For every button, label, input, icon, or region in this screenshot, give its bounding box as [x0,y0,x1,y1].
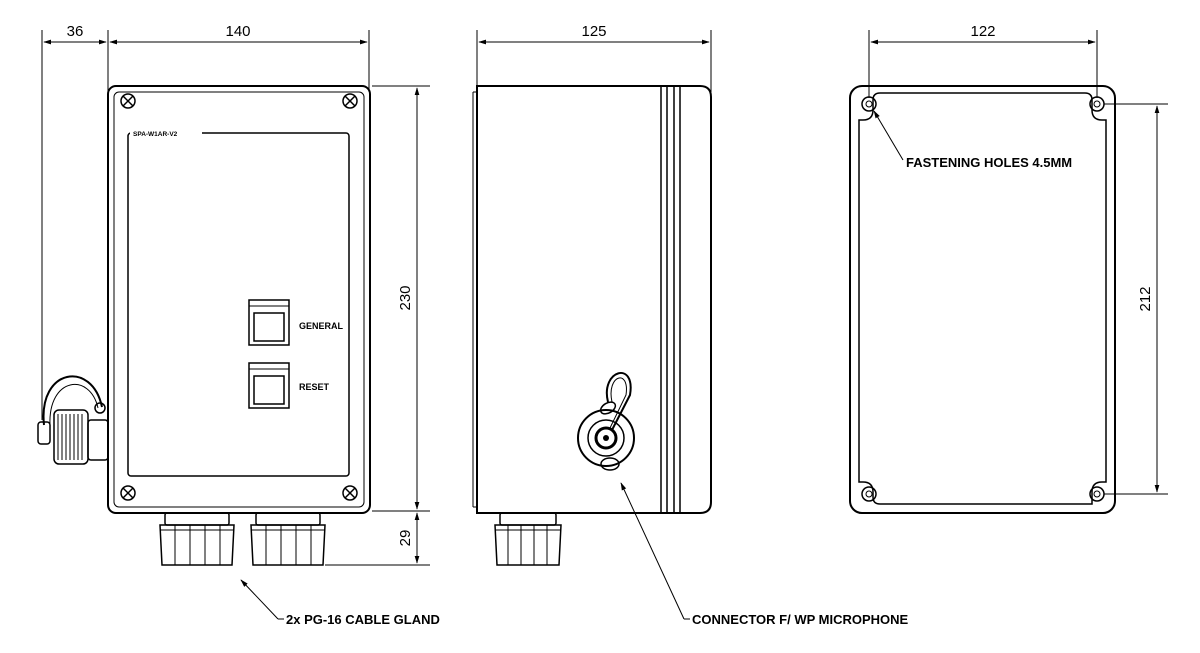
cable-gland-icon [250,512,326,566]
dimension-label-140: 140 [225,23,250,40]
dimension-label-36: 36 [67,23,84,40]
screw-icon [120,93,136,109]
microphone-connector-icon [577,372,635,471]
cable-gland-icon [159,512,235,566]
fastening-holes-note: FASTENING HOLES 4.5MM [906,155,1072,170]
dimension-label-125: 125 [581,23,606,40]
connector-note: CONNECTOR F/ WP MICROPHONE [692,612,909,627]
dimension-gland-height: 29 [397,512,420,564]
back-view: 122 FASTENING HOLES 4.5MM 212 [849,23,1168,514]
fastening-hole-icon [861,96,877,112]
dimension-front-width: 140 [109,23,368,45]
dimension-label-29: 29 [397,530,414,547]
side-view: 125 [472,23,909,627]
dimension-label-230: 230 [397,285,414,310]
dimension-connector-width: 36 [43,23,107,45]
dimension-side-depth: 125 [478,23,710,45]
cable-gland-icon [494,512,562,566]
front-enclosure [107,85,371,514]
fastening-hole-icon [861,486,877,502]
front-view: 36 140 [37,23,440,627]
dimension-label-212: 212 [1137,286,1154,311]
screw-icon [342,93,358,109]
dimension-hole-spacing-width: 122 [870,23,1096,45]
general-button-label: GENERAL [299,321,344,331]
back-enclosure [849,85,1116,514]
reset-button [248,362,290,409]
screw-icon [120,485,136,501]
dimension-label-122: 122 [970,23,995,40]
reset-button-label: RESET [299,382,330,392]
screw-icon [342,485,358,501]
front-label-panel [127,132,350,477]
side-enclosure [476,85,712,514]
cable-gland-note: 2x PG-16 CABLE GLAND [286,612,440,627]
dimension-front-height: 230 [397,87,420,510]
microphone-connector-side [37,375,109,465]
general-button [248,299,290,346]
panel-model-label: SPA-W1AR-V2 [133,131,178,138]
dimension-hole-spacing-height: 212 [1137,105,1160,493]
